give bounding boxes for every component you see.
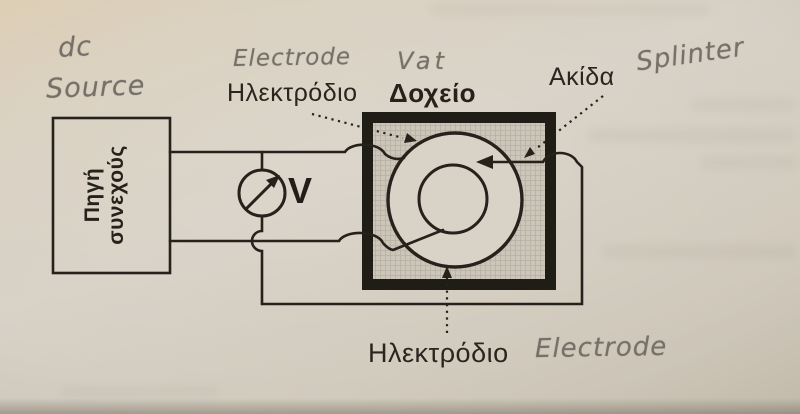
vessel [362,112,556,290]
source-box-label-line2: συνεχούς [105,145,129,245]
source-box-label-line1: Πηγή [81,167,104,223]
wire-voltmeter-bottom [250,214,264,306]
handwritten-dc: dc [57,31,93,64]
pointer-electrode-top-arrowhead-icon [404,133,417,143]
wire-top [168,143,406,161]
source-box-label: Πηγή συνεχούς [81,115,141,275]
handwritten-electrode-top: Electrode [232,43,352,73]
voltmeter-needle-icon [244,181,274,211]
label-vessel: Δοχείο [389,78,477,108]
label-electrode-bottom: Ηλεκτρόδιο [368,338,509,368]
page-showthrough [690,98,795,111]
page-showthrough [602,244,797,259]
voltmeter-needle-tip-icon [266,175,280,188]
needle-electrode-icon [476,155,493,169]
label-needle: Ακίδα [549,63,615,91]
voltmeter-label: V [288,170,313,211]
dc-source-box [51,116,172,275]
pointer-electrode-top [311,112,404,140]
page-showthrough [430,4,710,16]
label-electrode-top: Ηλεκτρόδιο [227,79,358,107]
wires [168,143,584,306]
handwritten-vat: Vat [397,47,448,75]
pointer-needle-arrowhead-icon [524,147,535,158]
pointer-needle [536,95,604,149]
pointer-electrode-bottom-arrowhead-icon [442,266,452,278]
page-showthrough [60,386,220,397]
inner-electrode-circle [417,163,489,235]
pointer-arrows [311,95,604,333]
wire-needle-loop [260,151,584,306]
voltmeter-icon [237,168,287,218]
page-showthrough [588,128,796,143]
wire-middle [168,228,445,252]
handwritten-source: Source [45,70,146,105]
page-showthrough [700,156,798,169]
handwritten-electrode-bottom: Electrode [534,331,668,365]
